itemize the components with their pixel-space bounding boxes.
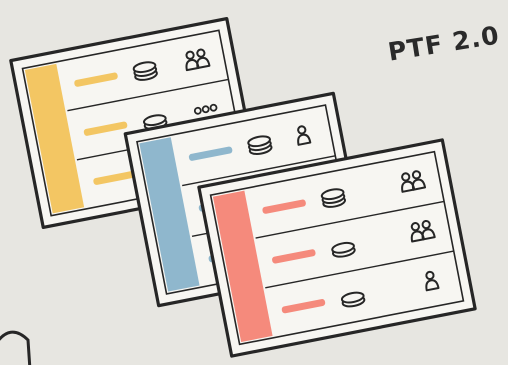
- corner-bubble-outline: [0, 332, 30, 365]
